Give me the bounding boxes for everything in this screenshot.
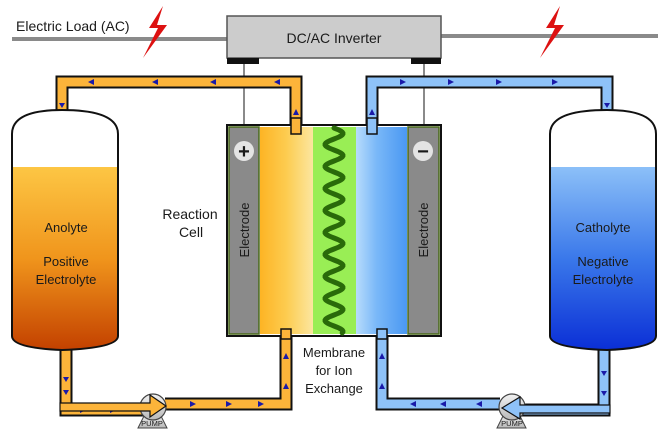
catholyte-label: Catholyte bbox=[576, 220, 631, 235]
pump-icon bbox=[500, 395, 611, 421]
flow-arrow-icon bbox=[63, 390, 69, 395]
anolyte-chamber bbox=[260, 127, 313, 334]
electrode-right-label: Electrode bbox=[416, 203, 431, 258]
flow-arrow-icon bbox=[410, 401, 416, 407]
negative-sign: − bbox=[417, 141, 429, 163]
dc-ac-inverter: DC/AC Inverter bbox=[226, 15, 442, 64]
flow-arrow-icon bbox=[440, 401, 446, 407]
flow-arrow-icon bbox=[379, 383, 385, 389]
flow-arrow-icon bbox=[283, 353, 289, 359]
electrode-left-label: Electrode bbox=[237, 203, 252, 258]
flow-arrow-icon bbox=[369, 109, 375, 115]
flow-arrow-icon bbox=[552, 79, 558, 85]
pump-right: PUMP bbox=[496, 393, 611, 429]
membrane-wave bbox=[322, 125, 346, 336]
flow-arrow-icon bbox=[601, 391, 607, 396]
flow-arrow-icon bbox=[274, 79, 280, 85]
anolyte-tank: Anolyte Positive Electrolyte bbox=[11, 108, 119, 352]
lightning-bolt-icon bbox=[143, 6, 167, 58]
catholyte-tank: Catholyte Negative Electrolyte bbox=[549, 108, 657, 352]
lightning-bolt-icon bbox=[540, 6, 564, 58]
flow-arrow-icon bbox=[59, 103, 65, 108]
catholyte-electrolyte-label: Electrolyte bbox=[573, 272, 634, 287]
flow-arrow-icon bbox=[379, 353, 385, 359]
anolyte-electrolyte-label: Electrolyte bbox=[36, 272, 97, 287]
pump-icon bbox=[59, 393, 168, 419]
flow-arrow-icon bbox=[152, 79, 158, 85]
electrode-positive bbox=[228, 126, 260, 335]
catholyte-negative-label: Negative bbox=[577, 254, 628, 269]
flow-arrow-icon bbox=[604, 103, 610, 108]
electrode-negative bbox=[407, 126, 440, 335]
pump-left: PUMP bbox=[59, 393, 168, 429]
inverter-label: DC/AC Inverter bbox=[287, 30, 382, 46]
membrane-label-line2: for Ion bbox=[316, 363, 353, 378]
flow-arrow-icon bbox=[601, 371, 607, 376]
flow-arrow-icon bbox=[283, 383, 289, 389]
flow-arrow-icon bbox=[63, 377, 69, 382]
reaction-cell: + − Electrode Electrode bbox=[226, 117, 442, 340]
reaction-cell-label-line1: Reaction bbox=[162, 206, 217, 222]
minus-icon bbox=[413, 141, 433, 161]
plus-icon bbox=[234, 141, 254, 161]
flow-arrow-icon bbox=[496, 79, 502, 85]
pump-right-label: PUMP bbox=[501, 419, 523, 428]
reaction-cell-label-line2: Cell bbox=[179, 224, 203, 240]
flow-arrow-icon bbox=[88, 79, 94, 85]
membrane-label-line3: Exchange bbox=[305, 381, 363, 396]
flow-arrow-icon bbox=[226, 401, 232, 407]
pump-left-label: PUMP bbox=[141, 419, 163, 428]
flow-arrow-icon bbox=[210, 79, 216, 85]
flow-arrow-icon bbox=[476, 401, 482, 407]
positive-sign: + bbox=[238, 141, 250, 163]
catholyte-chamber bbox=[356, 127, 407, 334]
anolyte-positive-label: Positive bbox=[43, 254, 89, 269]
membrane-label-line1: Membrane bbox=[303, 345, 365, 360]
flow-arrow-icon bbox=[448, 79, 454, 85]
electric-load-label: Electric Load (AC) bbox=[16, 18, 130, 34]
flow-arrow-icon bbox=[293, 109, 299, 115]
anolyte-label: Anolyte bbox=[44, 220, 87, 235]
flow-arrow-icon bbox=[400, 79, 406, 85]
flow-arrow-icon bbox=[258, 401, 264, 407]
flow-arrow-icon bbox=[190, 401, 196, 407]
